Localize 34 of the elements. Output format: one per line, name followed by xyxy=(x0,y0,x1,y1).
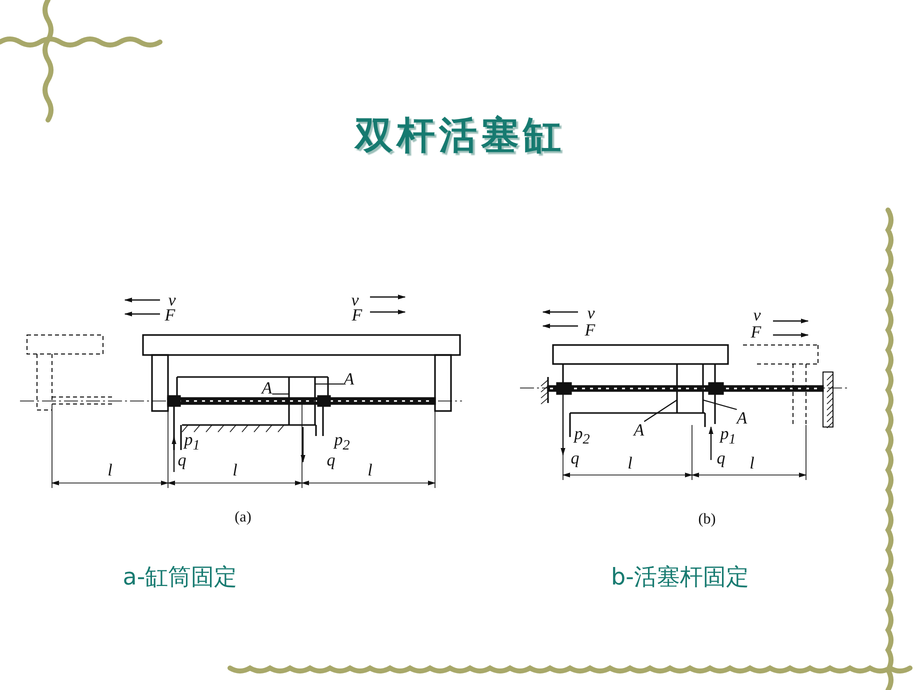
caption-text: a-缸筒固定 xyxy=(122,566,238,590)
figure-label: (b) xyxy=(698,512,716,528)
variable-label: l xyxy=(368,462,372,478)
part-label: A xyxy=(344,370,354,388)
figure-label: (a) xyxy=(234,510,252,526)
variable-label: l xyxy=(628,454,632,472)
variable-label: q xyxy=(178,452,186,468)
part-label: A xyxy=(736,410,748,426)
variable-label: q xyxy=(716,450,726,466)
variable-label: v xyxy=(351,292,359,308)
variable-label: l xyxy=(108,462,112,478)
variable-label: F xyxy=(164,306,176,324)
part-label: A xyxy=(634,422,644,438)
variable-label: v xyxy=(753,306,761,324)
leader-line xyxy=(315,383,344,385)
leader-line xyxy=(702,399,737,410)
part-label: A xyxy=(262,380,272,396)
variable-label: q xyxy=(570,450,580,466)
leader-line xyxy=(644,400,678,422)
caption-text: b-活塞杆固定 xyxy=(611,566,749,590)
variable-label: p$_{1}$ xyxy=(184,431,200,453)
variable-label: F xyxy=(352,306,362,324)
variable-label: q xyxy=(326,452,336,468)
variable-label: v xyxy=(168,292,176,308)
variable-label: l xyxy=(232,462,238,478)
variable-label: F xyxy=(750,324,762,340)
variable-label: v xyxy=(587,304,595,322)
variable-label: p$_{2}$ xyxy=(334,431,350,453)
variable-label: F xyxy=(584,322,596,338)
variable-label: p$_{1}$ xyxy=(720,425,736,447)
variable-label: l xyxy=(750,454,754,472)
title: 双杆活塞缸 xyxy=(355,116,565,154)
variable-label: p$_{2}$ xyxy=(574,425,590,447)
leader-line xyxy=(272,393,289,395)
